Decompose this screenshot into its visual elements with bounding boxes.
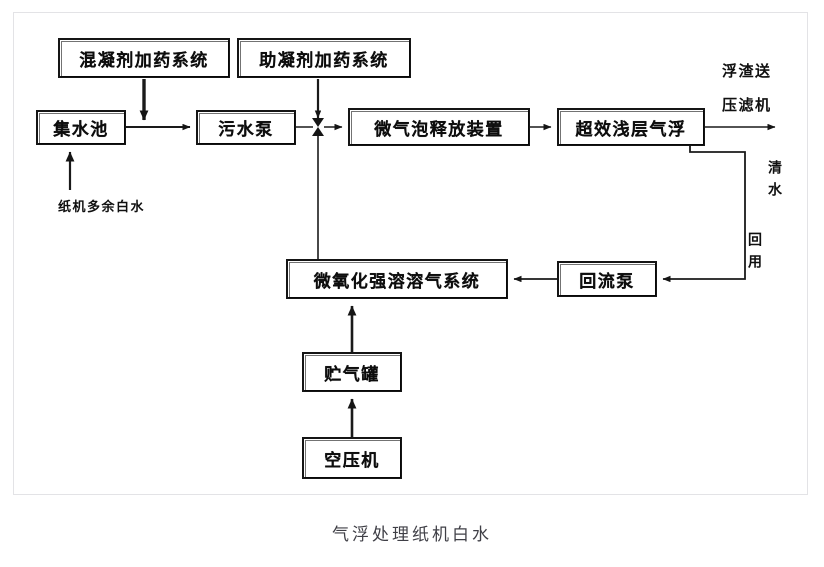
node-collection-sump[interactable]: 集水池 xyxy=(36,110,126,145)
node-air-storage-tank[interactable]: 贮气罐 xyxy=(302,352,402,392)
node-microbubble-release-device[interactable]: 微气泡释放装置 xyxy=(348,108,530,146)
node-flocculant-dosing-system[interactable]: 助凝剂加药系统 xyxy=(237,38,411,78)
figure-caption: 气浮处理纸机白水 xyxy=(332,525,492,545)
node-air-compressor[interactable]: 空压机 xyxy=(302,437,402,479)
annotation-scum-to-press-line2: 压滤机 xyxy=(722,96,772,114)
node-label: 超效浅层气浮 xyxy=(575,119,687,140)
node-label: 回流泵 xyxy=(579,271,635,292)
node-label: 集水池 xyxy=(53,120,109,140)
node-label: 污水泵 xyxy=(218,120,274,140)
node-sewage-pump[interactable]: 污水泵 xyxy=(196,110,296,145)
node-reflux-pump[interactable]: 回流泵 xyxy=(557,261,657,297)
annotation-reuse: 回用 xyxy=(746,232,762,276)
node-label: 贮气罐 xyxy=(324,364,380,385)
valve-symbol xyxy=(312,118,324,136)
diagram-frame xyxy=(13,12,808,495)
node-coagulant-dosing-system[interactable]: 混凝剂加药系统 xyxy=(58,38,230,78)
node-label: 混凝剂加药系统 xyxy=(79,50,209,71)
node-label: 微氧化强溶溶气系统 xyxy=(313,271,481,292)
node-label: 助凝剂加药系统 xyxy=(259,50,389,71)
annotation-scum-to-press-line1: 浮渣送 xyxy=(722,62,772,80)
node-label: 微气泡释放装置 xyxy=(374,119,504,140)
annotation-influent-white-water: 纸机多余白水 xyxy=(58,200,146,215)
annotation-clear-water: 清水 xyxy=(766,160,782,204)
node-micro-oxidation-dissolved-air-system[interactable]: 微氧化强溶溶气系统 xyxy=(286,259,508,299)
wire-flotation-to-reflux xyxy=(662,146,746,283)
node-shallow-air-flotation[interactable]: 超效浅层气浮 xyxy=(557,108,705,146)
node-label: 空压机 xyxy=(324,450,380,471)
